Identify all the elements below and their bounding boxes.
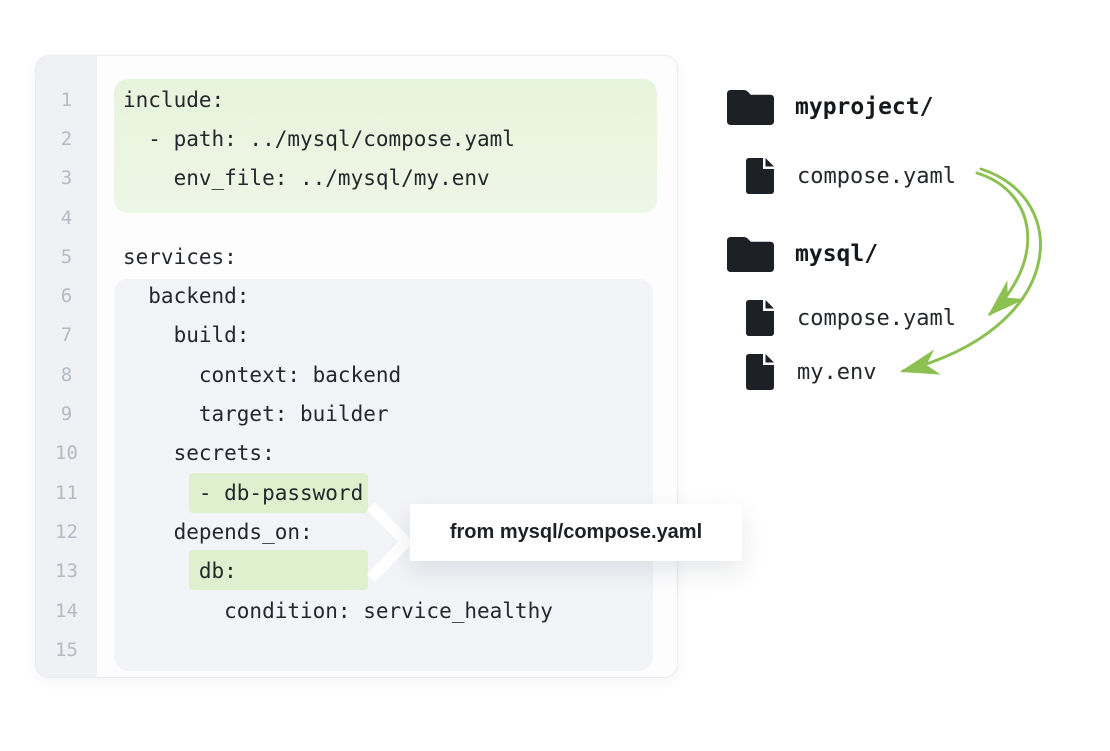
line-number: 15 [55,638,78,661]
include-block-highlight [114,79,657,213]
line-number: 11 [55,481,78,504]
code-line: 15 [36,630,677,669]
code-text: build: [123,323,250,348]
folder-icon [727,88,774,125]
line-number: 2 [60,127,73,150]
code-editor-panel: 1 include: 2 - path: ../mysql/compose.yam… [35,55,678,678]
code-line: 9 target: builder [36,394,677,433]
line-number: 6 [60,285,73,308]
code-line: 11 - db-password [36,473,677,512]
folder-label: mysql/ [795,240,879,267]
line-number: 8 [60,363,73,386]
code-line: 12 depends_on: [36,512,677,551]
code-text: db: [123,559,237,584]
db-line-highlight [189,550,368,590]
line-number: 5 [60,245,73,268]
line-number: 14 [55,599,78,622]
code-text: context: backend [123,362,402,387]
line-number: 3 [60,167,73,190]
code-line: 5 services: [36,237,677,276]
line-number: 1 [60,88,73,111]
code-lines: 1 include: 2 - path: ../mysql/compose.yam… [36,80,677,669]
code-text: target: builder [123,402,389,427]
code-text: backend: [123,284,250,309]
line-number: 13 [55,560,78,583]
tree-item-mysql-folder: mysql/ [727,235,878,272]
code-text: include: [123,87,225,112]
code-line: 8 context: backend [36,355,677,394]
code-line: 6 backend: [36,276,677,315]
file-icon [746,354,774,390]
file-icon [746,300,774,336]
line-number: 7 [60,324,73,347]
code-text: secrets: [123,441,275,466]
db-password-line-highlight [189,473,368,513]
folder-label: myproject/ [795,93,934,120]
tree-item-my-env: my.env [746,354,876,390]
arrow-compose-to-myenv [899,167,1042,375]
code-line: 3 env_file: ../mysql/my.env [36,159,677,198]
arrow-compose-to-mysql-compose [975,171,1030,317]
code-line: 10 secrets: [36,434,677,473]
code-text: - path: ../mysql/compose.yaml [123,126,515,151]
code-line: 14 condition: service_healthy [36,591,677,630]
line-number: 4 [60,206,73,229]
tree-item-mysql-compose-yaml: compose.yaml [746,300,956,336]
callout-tooltip: from mysql/compose.yaml [410,504,742,561]
file-label: my.env [797,359,877,385]
code-line: 2 - path: ../mysql/compose.yaml [36,119,677,158]
code-line: 13 db: [36,552,677,591]
code-text: env_file: ../mysql/my.env [123,166,490,191]
code-line: 7 build: [36,316,677,355]
line-number: 12 [55,520,78,543]
tree-item-compose-yaml: compose.yaml [746,158,956,194]
file-label: compose.yaml [797,305,956,331]
folder-icon [727,235,774,272]
code-text: depends_on: [123,519,313,544]
code-text: - db-password [123,480,364,505]
code-text: condition: service_healthy [123,598,553,623]
tree-item-myproject-folder: myproject/ [727,88,933,125]
tooltip-label: from mysql/compose.yaml [449,521,703,543]
code-text: services: [123,244,237,269]
file-icon [746,158,774,194]
code-line: 1 include: [36,80,677,119]
line-number: 9 [60,403,73,426]
line-number: 10 [55,442,78,465]
line-number-gutter [36,56,97,677]
code-line: 4 [36,198,677,237]
file-label: compose.yaml [797,163,956,189]
